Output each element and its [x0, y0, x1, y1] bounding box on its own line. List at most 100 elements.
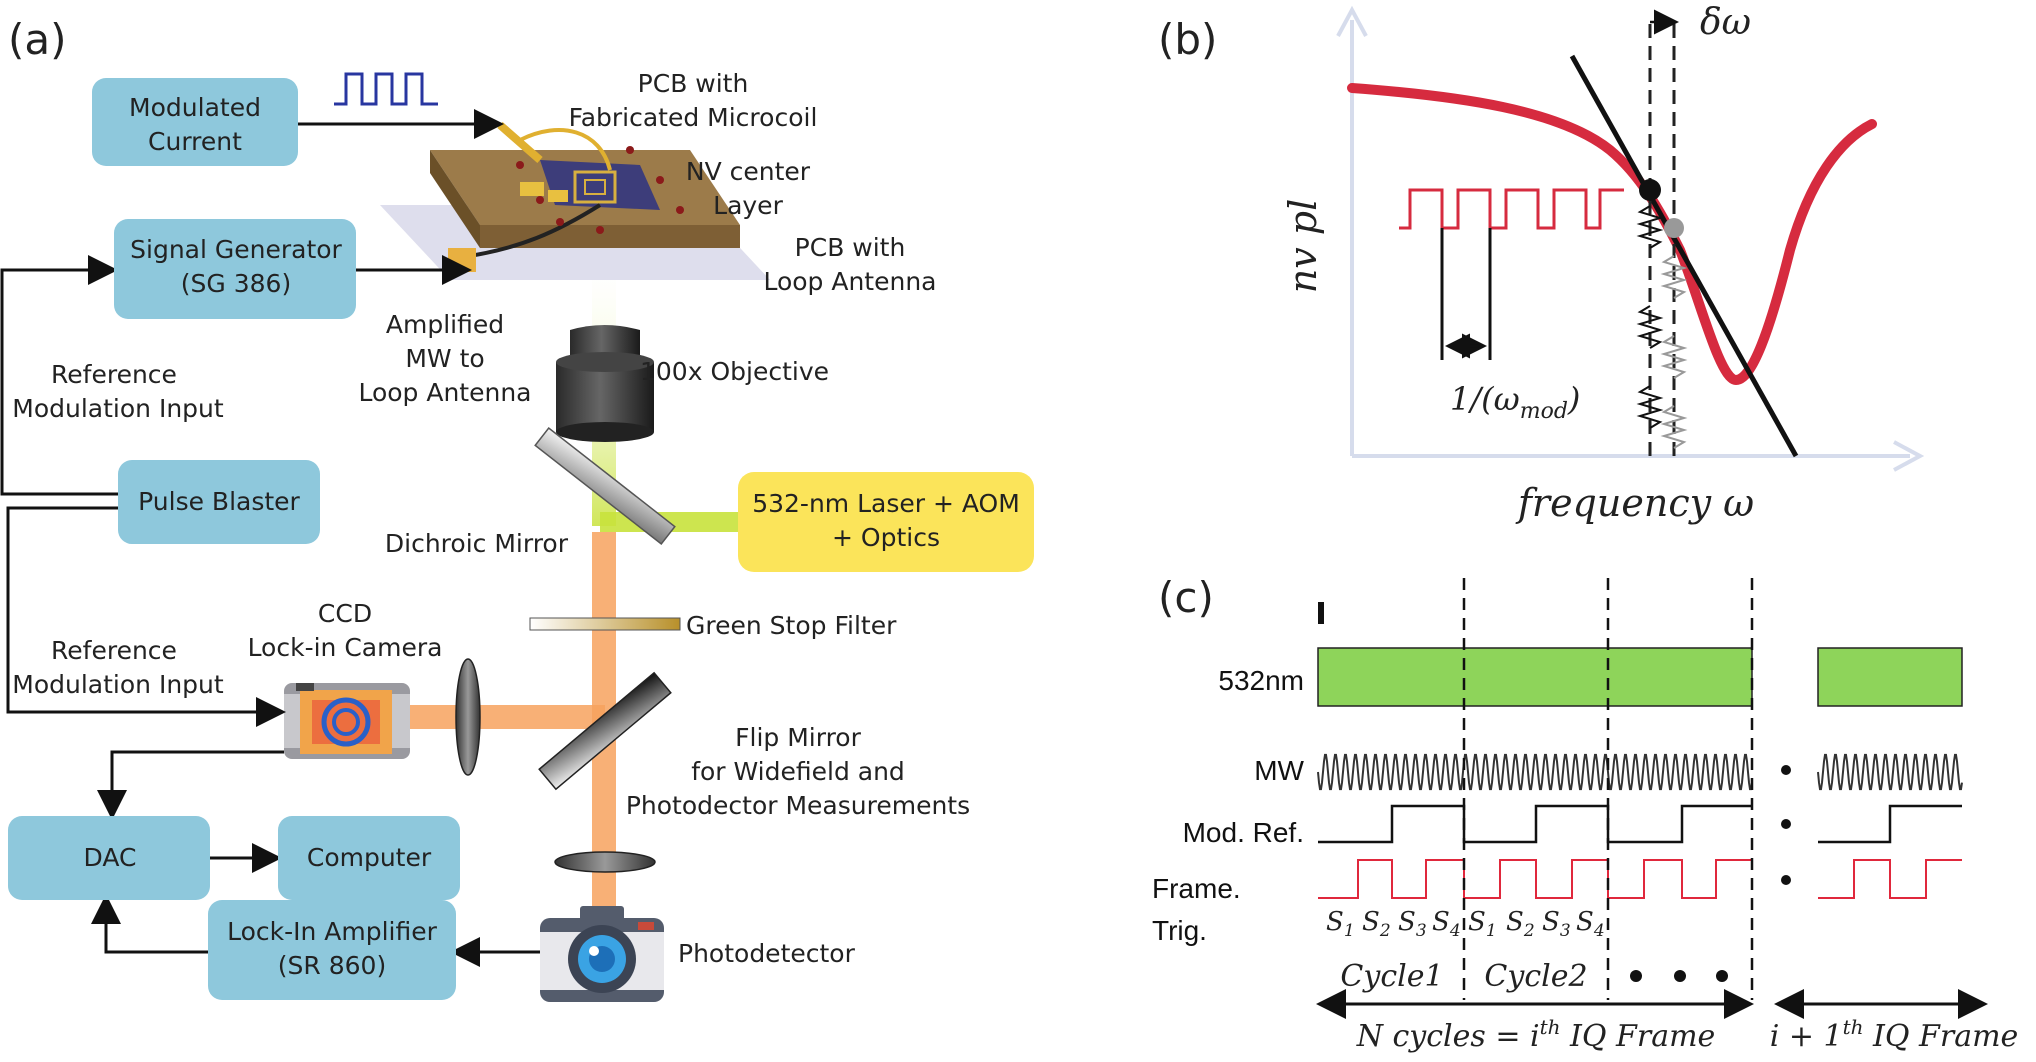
modulated-current-waveform: [334, 72, 438, 106]
microcoil-leads: [520, 182, 568, 202]
pcb-sample-assembly: [380, 121, 770, 280]
panel-b: (b) 1/(ωmod) δω nv pl frequ: [1158, 2, 1925, 525]
amplified-mw-label-2: MW to: [405, 344, 484, 373]
laser-bar-1: [1317, 647, 1753, 707]
slot-label: S2: [1362, 907, 1391, 941]
svg-text:Lock-In Amplifier: Lock-In Amplifier: [227, 917, 438, 946]
frame-trig-wave-1: [1318, 859, 1752, 899]
panel-b-label: (b): [1158, 15, 1217, 64]
svg-text:Pulse Blaster: Pulse Blaster: [138, 487, 300, 516]
svg-text:532-nm Laser + AOM: 532-nm Laser + AOM: [752, 489, 1020, 518]
slot-labels: S1 S2 S3 S4 S1 S2 S3 S4: [1326, 907, 1605, 941]
dichroic-label: Dichroic Mirror: [385, 529, 569, 558]
nv-layer-label: NV center: [686, 157, 811, 186]
slot-label: S3: [1398, 907, 1427, 941]
svg-text:(SR 860): (SR 860): [278, 951, 386, 980]
svg-text:Computer: Computer: [307, 843, 432, 872]
mod-ref-wave-2: [1818, 804, 1962, 844]
panel-a-labels: PCB with Fabricated Microcoil NV center …: [12, 69, 970, 968]
flip-mirror-label-3: Photodector Measurements: [626, 791, 970, 820]
slot-label: S4: [1432, 907, 1461, 941]
modulation-squarewave: [1399, 188, 1624, 230]
slope-line: [1569, 54, 1799, 458]
cycle-dividers: [1462, 578, 1754, 1000]
photodetector-camera: [540, 906, 664, 1002]
panel-a-label: (a): [8, 15, 67, 64]
x-axis-label: frequency ω: [1515, 481, 1754, 525]
n-cycles-label: N cycles = ith IQ Frame: [1356, 1015, 1716, 1054]
panel-c-label: (c): [1158, 573, 1214, 622]
delta-label: δω: [1700, 2, 1751, 43]
row-label-frame: Frame.: [1152, 873, 1241, 904]
shifted-point: [1664, 218, 1684, 238]
next-frame-label: i + 1th IQ Frame: [1770, 1015, 2019, 1054]
operating-point: [1639, 179, 1661, 201]
period-label: 1/(ωmod): [1450, 380, 1580, 424]
row-label-mw: MW: [1254, 755, 1304, 786]
green-stop-label: Green Stop Filter: [686, 611, 897, 640]
ref-mod-label-1: Reference: [51, 360, 177, 389]
cycle-label-1: Cycle1: [1340, 959, 1443, 994]
amplified-mw-label: Amplified: [386, 310, 504, 339]
ref-mod-label-1b: Modulation Input: [12, 394, 224, 423]
dichroic-mirror: [534, 427, 676, 545]
y-axis-label: nv pl: [1281, 199, 1325, 294]
separator-dots: [1630, 765, 1791, 982]
flip-mirror-label-2: for Widefield and: [691, 757, 905, 786]
laser-box: 532-nm Laser + AOM + Optics: [738, 472, 1034, 572]
mw-wave-2: [1817, 753, 1963, 791]
signal-generator-box: Signal Generator (SG 386): [114, 219, 356, 319]
dither-gray: [1660, 255, 1688, 449]
photodetector-label: Photodetector: [678, 939, 856, 968]
flip-mirror: [538, 671, 672, 791]
mw-wave-1: [1317, 753, 1753, 791]
pl-curve: [1347, 83, 1877, 386]
slot-label: S1: [1468, 907, 1497, 941]
slot-label: S1: [1326, 907, 1355, 941]
svg-text:+ Optics: + Optics: [832, 523, 940, 552]
slot-label: S3: [1542, 907, 1571, 941]
ccd-lens: [455, 658, 481, 776]
pulse-blaster-box: Pulse Blaster: [118, 460, 320, 544]
svg-text:(SG 386): (SG 386): [181, 269, 291, 298]
pcb-loop-label: PCB with: [795, 233, 906, 262]
panel-a-wiring: [0, 109, 540, 967]
panel-b-axes: [1336, 5, 1925, 472]
pcb-loop-label-2: Loop Antenna: [763, 267, 936, 296]
panel-a: (a): [0, 15, 1034, 1002]
cycle-label-2: Cycle2: [1484, 959, 1587, 994]
svg-text:Signal Generator: Signal Generator: [130, 235, 342, 264]
computer-box: Computer: [278, 816, 460, 900]
row-label-532nm: 532nm: [1218, 665, 1304, 696]
ref-mod-label-2b: Modulation Input: [12, 670, 224, 699]
ccd-camera: [284, 683, 410, 759]
dac-box: DAC: [8, 816, 210, 900]
dither-black: [1636, 205, 1664, 429]
ccd-label-2: Lock-in Camera: [248, 633, 443, 662]
svg-text:Current: Current: [148, 127, 242, 156]
mod-ref-wave-1: [1318, 804, 1752, 844]
frame-trig-wave-2: [1818, 859, 1962, 899]
panel-c: (c) 532nm MW Mod. Ref. Frame. Trig.: [1152, 573, 2018, 1054]
amplified-mw-label-3: Loop Antenna: [358, 378, 531, 407]
ref-mod-label-2: Reference: [51, 636, 177, 665]
ccd-label: CCD: [318, 599, 372, 628]
svg-text:Modulated: Modulated: [129, 93, 261, 122]
row-label-modref: Mod. Ref.: [1183, 817, 1304, 848]
lockin-amplifier-box: Lock-In Amplifier (SR 860): [208, 900, 456, 1000]
slot-label: S4: [1576, 907, 1605, 941]
laser-bar-2: [1817, 647, 1963, 707]
row-label-trig: Trig.: [1152, 915, 1207, 946]
green-stop-filter: [529, 617, 681, 631]
nv-layer-label-2: Layer: [713, 191, 783, 220]
tick-mark: [1318, 602, 1324, 624]
pcb-microcoil-label: PCB with: [638, 69, 749, 98]
photodetector-lens: [554, 851, 656, 873]
svg-text:DAC: DAC: [84, 843, 137, 872]
orange-beam-horizontal: [395, 705, 605, 729]
slot-label: S2: [1506, 907, 1535, 941]
pcb-microcoil-label-2: Fabricated Microcoil: [569, 103, 818, 132]
objective-label: 100x Objective: [640, 357, 829, 386]
flip-mirror-label: Flip Mirror: [735, 723, 861, 752]
